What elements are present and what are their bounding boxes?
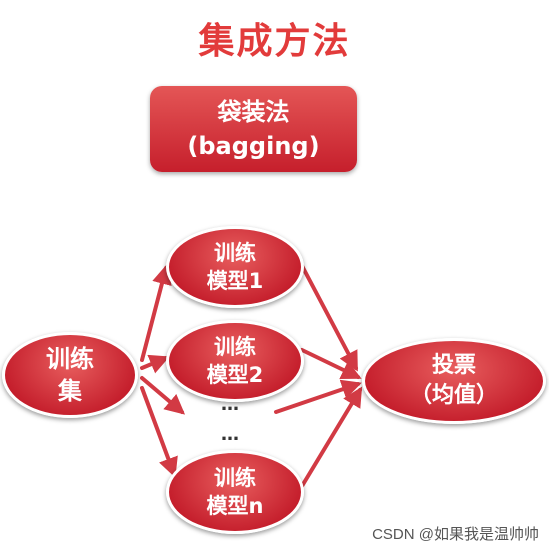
page-title: 集成方法: [198, 21, 351, 62]
arrow-train-to-mn: [140, 386, 178, 478]
method-name: 袋装法: [217, 98, 290, 126]
watermark: CSDN @如果我是温帅帅: [372, 526, 539, 543]
method-english: (bagging): [187, 132, 320, 160]
arrow-train-to-dots: [140, 376, 186, 415]
arrow-train-to-m2: [140, 354, 170, 374]
arrow-dots-to-vote: [274, 379, 362, 414]
node-label: 训练: [214, 335, 256, 359]
arrow-m1-to-vote: [298, 260, 358, 372]
arrow-mn-to-vote: [294, 386, 363, 498]
node-model-2: 训练 模型2: [166, 320, 304, 402]
node-label: 训练: [214, 466, 256, 490]
node-label: 模型1: [206, 269, 264, 293]
node-label: 模型n: [206, 494, 264, 518]
node-model-1: 训练 模型1: [166, 226, 304, 308]
node-label: 训练: [214, 241, 256, 265]
node-label: 集: [58, 377, 82, 405]
ellipsis-lower: …: [221, 424, 240, 445]
arrow-train-to-m1: [140, 264, 172, 362]
node-model-n: 训练 模型n: [166, 450, 304, 534]
method-box: 袋装法 (bagging): [150, 86, 357, 172]
node-label: 模型2: [206, 363, 264, 387]
node-vote: 投票 （均值）: [362, 338, 546, 424]
ellipsis-upper: …: [221, 394, 240, 415]
node-training-set: 训练 集: [2, 332, 138, 418]
node-label: 投票: [431, 353, 476, 378]
arrow-m2-to-vote: [300, 348, 362, 380]
node-label: （均值）: [409, 383, 498, 408]
node-label: 训练: [46, 345, 94, 373]
